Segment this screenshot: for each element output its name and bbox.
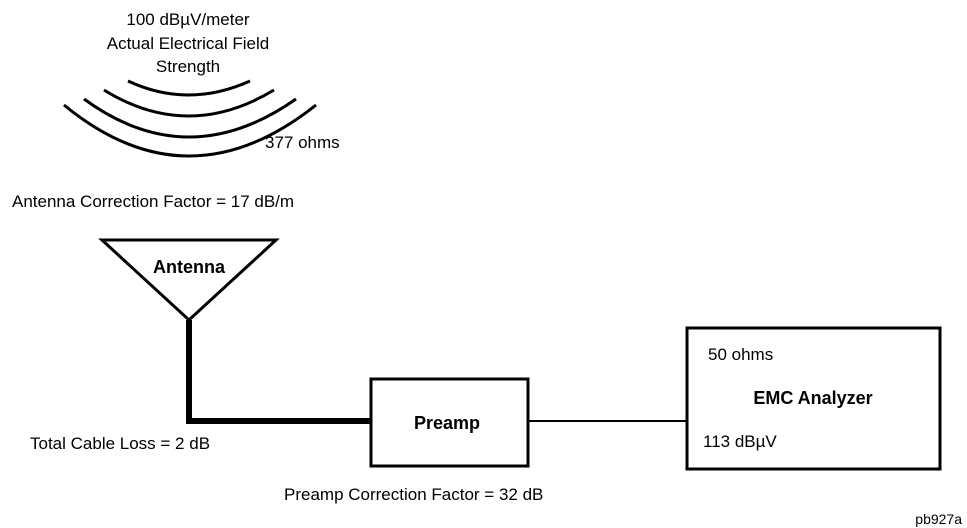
wave-arc-middle [103, 88, 275, 118]
field-strength-value: 100 dBµV/meter [126, 10, 250, 29]
antenna-cable [186, 320, 370, 424]
cable-loss-label: Total Cable Loss = 2 dB [30, 434, 210, 453]
antenna-label: Antenna [153, 257, 226, 277]
figure-id: pb927a [915, 511, 962, 527]
emc-analyzer-label: EMC Analyzer [753, 388, 872, 408]
free-space-impedance: 377 ohms [265, 133, 340, 152]
field-strength-caption: Actual Electrical Field [107, 34, 270, 53]
field-strength-caption-2: Strength [156, 57, 220, 76]
analyzer-impedance: 50 ohms [708, 345, 773, 364]
emc-analyzer-box [685, 326, 942, 471]
preamp-box [369, 377, 530, 468]
preamp-label: Preamp [414, 413, 480, 433]
analyzer-reading: 113 dBµV [703, 432, 777, 451]
antenna-correction-factor: Antenna Correction Factor = 17 dB/m [12, 192, 294, 211]
field-waves [63, 79, 317, 158]
antenna-triangle [98, 238, 280, 323]
wave-arc-outer-1 [83, 97, 297, 139]
wave-arc-inner [127, 79, 251, 97]
wave-arc-outer-2 [63, 103, 317, 158]
preamp-correction-factor: Preamp Correction Factor = 32 dB [284, 485, 543, 504]
